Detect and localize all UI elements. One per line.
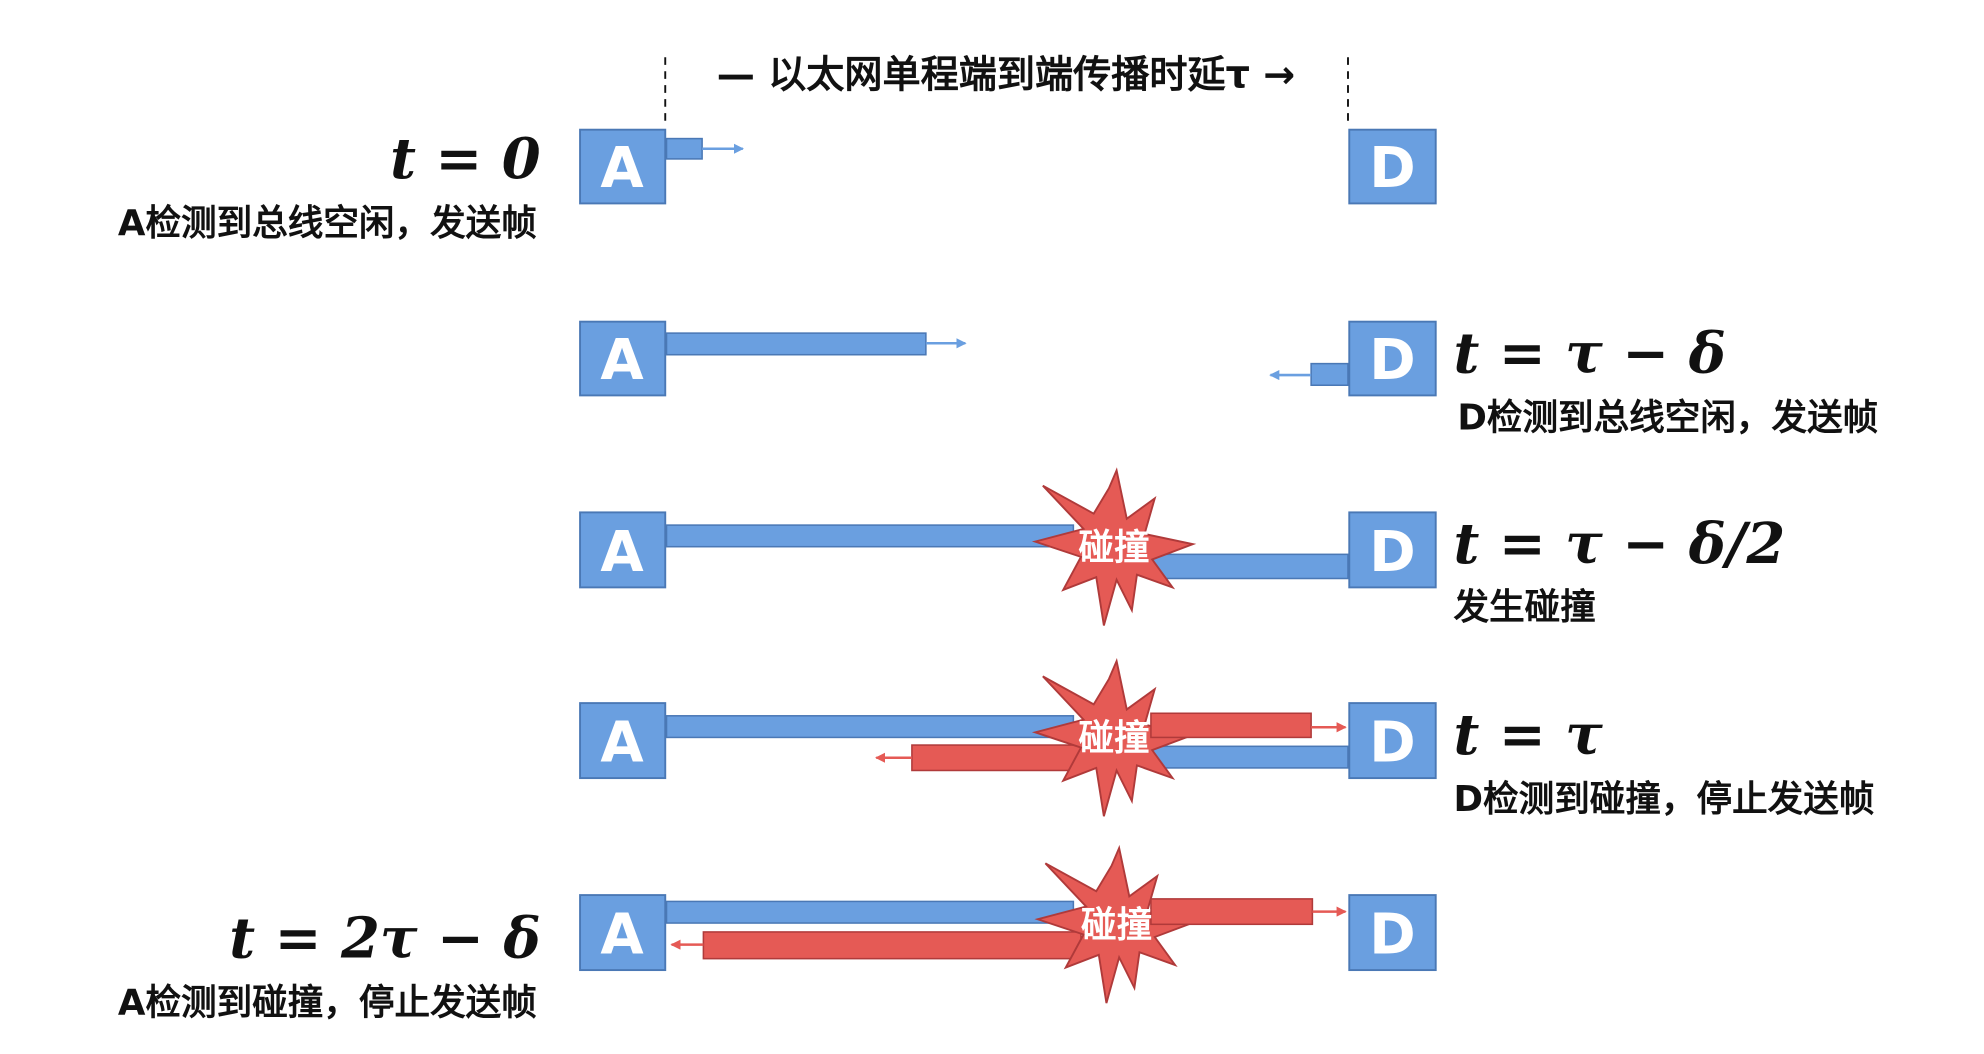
collision-label: 碰撞 (1078, 718, 1149, 759)
step-time: t = τ − δ/2 (1454, 511, 1786, 577)
step-time: t = τ − δ (1454, 321, 1726, 387)
node-a-label: A (600, 136, 644, 201)
step-time: t = τ (1454, 702, 1604, 768)
step-time: t = 2τ − δ (229, 905, 540, 971)
frame-a (665, 524, 1075, 548)
node-a-label: A (600, 903, 644, 968)
node-d-box (1348, 702, 1437, 780)
step-1: A D t = 0 A检测到总线空闲，发送帧 (118, 126, 1437, 244)
step-description: 发生碰撞 (1454, 587, 1596, 628)
node-d-label: D (1369, 136, 1415, 201)
step-description: D检测到碰撞，停止发送帧 (1454, 779, 1875, 820)
propagation-delay-bracket: — 以太网单程端到端传播时延τ → (664, 53, 1349, 128)
frame-d (1310, 362, 1349, 387)
node-a-label: A (600, 520, 644, 585)
node-a-box (579, 894, 667, 972)
node-d-label: D (1369, 903, 1415, 968)
frame-d (1150, 745, 1349, 769)
node-a-label: A (600, 328, 644, 393)
frame-d (1150, 553, 1349, 580)
frame-a (665, 332, 927, 356)
step-3: A D 碰撞 t = τ − δ/2 发生碰撞 (579, 469, 1786, 628)
node-a-box (579, 128, 667, 205)
step-description: A检测到总线空闲，发送帧 (118, 203, 537, 244)
jam-signal-right (1150, 898, 1314, 926)
step-time: t = 0 (390, 126, 541, 192)
step-5: A D 碰撞 t = 2τ − δ A检测到碰撞，停止发送帧 (118, 847, 1437, 1024)
node-d-label: D (1369, 711, 1415, 776)
step-2: A D t = τ − δ D检测到总线空闲，发送帧 (579, 320, 1878, 439)
node-a-box (579, 511, 667, 589)
frame-a (665, 900, 1075, 924)
jam-signal-left (702, 931, 1082, 960)
collision-label: 碰撞 (1078, 527, 1149, 568)
node-d-box (1348, 894, 1437, 972)
jam-signal-left (911, 744, 1082, 772)
node-d-box (1348, 128, 1437, 205)
node-d-box (1348, 320, 1437, 397)
node-a-box (579, 320, 667, 397)
jam-signal-right (1150, 712, 1312, 739)
frame-a (665, 715, 1075, 739)
node-d-box (1348, 511, 1437, 589)
step-description: D检测到总线空闲，发送帧 (1457, 398, 1878, 439)
propagation-delay-label: — 以太网单程端到端传播时延τ → (717, 53, 1295, 97)
step-description: A检测到碰撞，停止发送帧 (118, 983, 537, 1024)
collision-label: 碰撞 (1081, 905, 1152, 946)
node-d-label: D (1369, 328, 1415, 393)
node-a-box (579, 702, 667, 780)
node-a-label: A (600, 711, 644, 776)
frame-a (665, 137, 703, 160)
step-4: A D 碰撞 t = τ D检测到碰撞，停止发送帧 (579, 660, 1875, 820)
node-d-label: D (1369, 520, 1415, 585)
